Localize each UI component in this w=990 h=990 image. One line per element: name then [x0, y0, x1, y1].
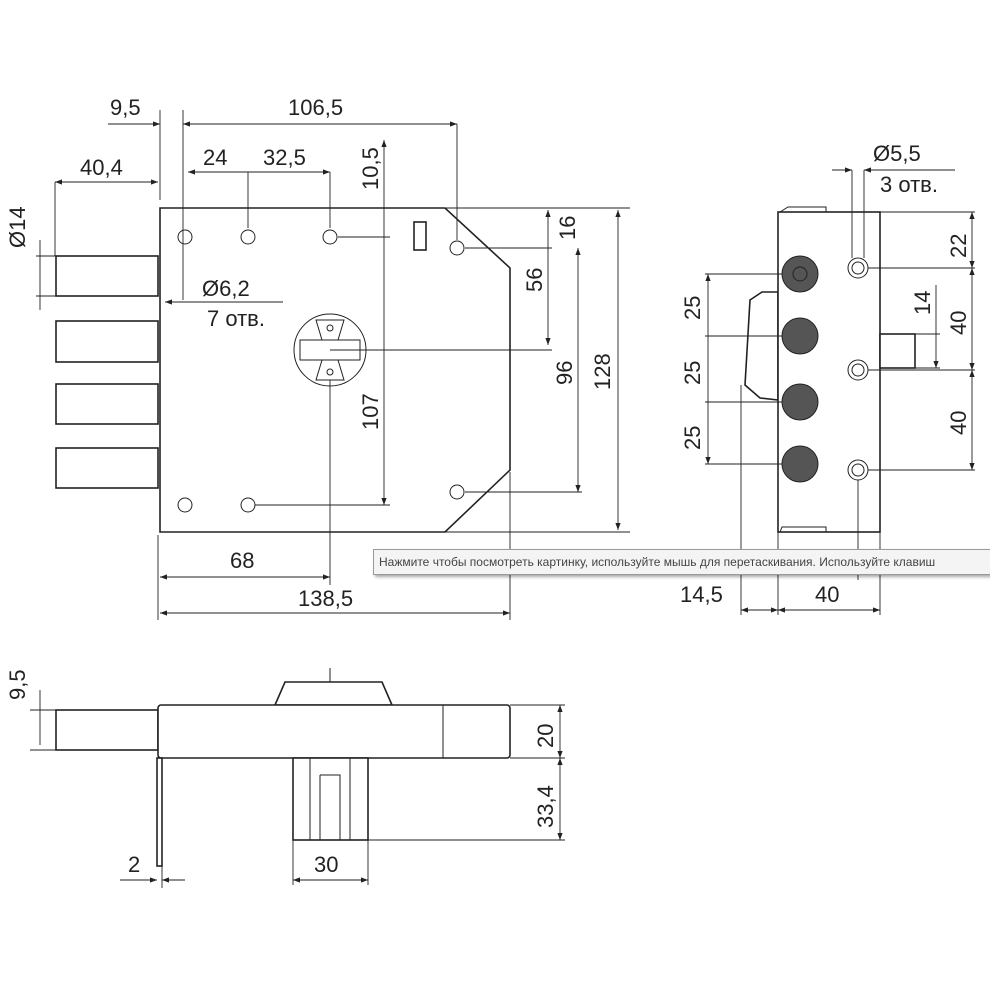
dimension-lines [36, 110, 630, 620]
bolt [55, 709, 159, 751]
lock-body [159, 207, 511, 533]
dim-40-upper: 40 [946, 311, 971, 335]
cylinder [744, 291, 779, 401]
dim-16: 16 [555, 216, 580, 240]
dim-40-lower: 40 [946, 411, 971, 435]
dim-10-5: 10,5 [358, 147, 383, 190]
bolt [55, 447, 159, 489]
dim-14-5: 14,5 [680, 582, 723, 607]
plate [156, 757, 163, 867]
dim-25-a: 25 [680, 296, 705, 320]
dim-20: 20 [533, 724, 558, 748]
dim-40-width: 40 [815, 582, 839, 607]
bolt-end [781, 255, 819, 293]
bolt-end [781, 383, 819, 421]
mounting-holes [177, 229, 465, 513]
dim-68: 68 [230, 548, 254, 573]
dim-9-5-bottom: 9,5 [5, 669, 30, 700]
bolt [55, 320, 159, 363]
bottom-view: 9,5 20 33,4 2 30 [5, 668, 565, 888]
bolt [55, 255, 159, 297]
dim-9-5: 9,5 [110, 95, 141, 120]
holes-3-note: 3 отв. [880, 172, 938, 197]
dim-107: 107 [358, 393, 383, 430]
dim-30: 30 [314, 852, 338, 877]
dim-96: 96 [552, 361, 577, 385]
dim-25-c: 25 [680, 426, 705, 450]
dim-33-4: 33,4 [533, 785, 558, 828]
dim-dia-6-2: Ø6,2 [202, 276, 250, 301]
front-view: 9,5 106,5 40,4 24 32,5 10,5 16 56 96 128… [5, 95, 630, 620]
dim-32-5: 32,5 [263, 145, 306, 170]
bolt-end [781, 445, 819, 483]
bolt-end [781, 317, 819, 355]
side-holes [847, 257, 869, 481]
dim-106-5: 106,5 [288, 95, 343, 120]
image-viewer-tooltip: Нажмите чтобы посмотреть картинку, испол… [373, 549, 990, 575]
cylinder-body [292, 757, 369, 841]
latch [879, 333, 916, 369]
cylinder-top [273, 681, 394, 706]
dim-128: 128 [590, 353, 615, 390]
holes-7-note: 7 отв. [207, 306, 265, 331]
side-view: Ø5,5 3 отв. 22 14 40 40 25 25 25 14,5 40 [680, 141, 975, 615]
dim-40-4: 40,4 [80, 155, 123, 180]
dim-24: 24 [203, 145, 227, 170]
dim-2: 2 [128, 852, 140, 877]
dim-dia-5-5: Ø5,5 [873, 141, 921, 166]
bottom-body [157, 704, 511, 759]
dim-dia-14: Ø14 [5, 206, 30, 248]
dim-56: 56 [522, 268, 547, 292]
dim-25-b: 25 [680, 361, 705, 385]
dim-14: 14 [910, 291, 935, 315]
dim-22: 22 [946, 234, 971, 258]
dim-138-5: 138,5 [298, 586, 353, 611]
bolt [55, 383, 159, 425]
slot [413, 221, 427, 251]
